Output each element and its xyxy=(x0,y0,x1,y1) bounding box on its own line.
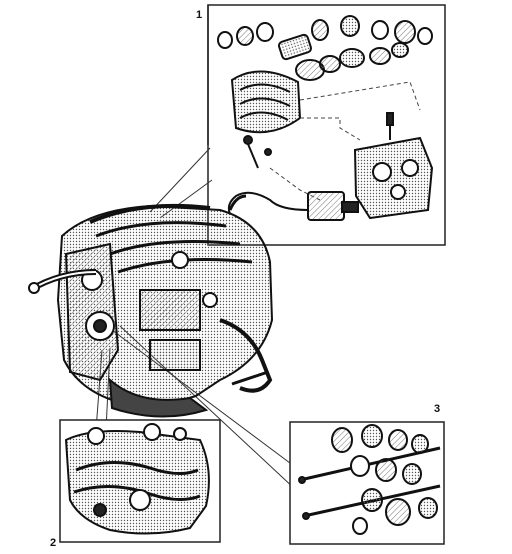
timing-cover-gasket xyxy=(64,423,210,535)
camshaft-parts xyxy=(298,424,441,535)
seal-rings xyxy=(217,15,433,49)
injector-cluster xyxy=(295,42,409,81)
detail-panel-top xyxy=(207,4,446,246)
detail-panel-bottom-left xyxy=(59,419,221,543)
cover-plate xyxy=(353,136,434,220)
sensor-module xyxy=(227,191,359,221)
engine-main-assembly xyxy=(28,194,274,418)
callout-label-top: 1 xyxy=(196,9,202,21)
callout-label-bottom-right: 3 xyxy=(434,403,440,415)
detail-panel-bottom-right xyxy=(289,421,445,545)
callout-label-bottom-left: 2 xyxy=(50,537,56,549)
bushing xyxy=(277,33,313,61)
bolt xyxy=(386,112,394,140)
